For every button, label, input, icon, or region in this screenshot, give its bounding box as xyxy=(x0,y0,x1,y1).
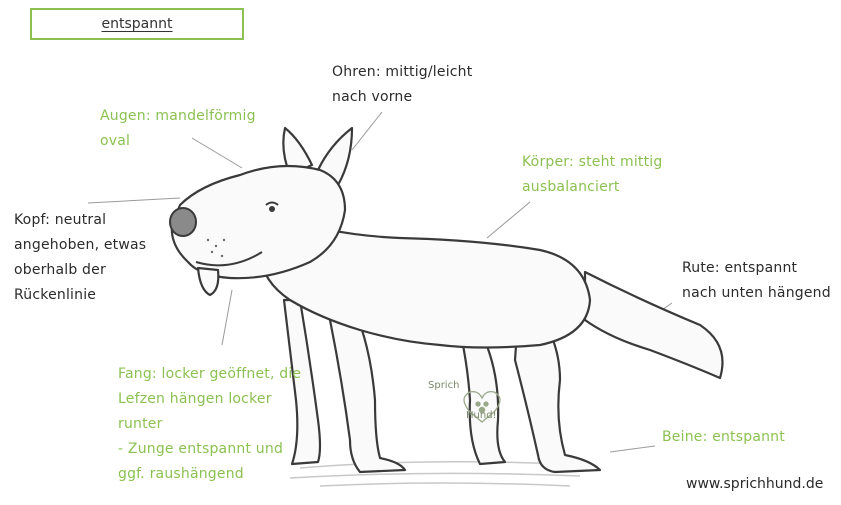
label-augen-line-2: oval xyxy=(100,129,256,154)
label-fang: Fang: locker geöffnet, die Lefzen hängen… xyxy=(118,362,301,487)
label-augen-line-1: Augen: mandelförmig xyxy=(100,104,256,129)
label-fang-line-5: ggf. raushängend xyxy=(118,462,301,487)
label-beine: Beine: entspannt xyxy=(662,425,785,450)
website-url: www.sprichhund.de xyxy=(686,476,823,492)
label-kopf-line-2: angehoben, etwas xyxy=(14,233,146,258)
leader-ohren xyxy=(352,112,382,150)
label-kopf-line-4: Rückenlinie xyxy=(14,283,146,308)
label-ohren-line-1: Ohren: mittig/leicht xyxy=(332,60,472,85)
leader-beine xyxy=(610,446,655,452)
watermark-top-text: Sprich xyxy=(428,380,459,391)
label-ohren: Ohren: mittig/leicht nach vorne xyxy=(332,60,472,110)
ground-shadow xyxy=(290,462,580,486)
label-fang-line-3: runter xyxy=(118,412,301,437)
label-beine-line-1: Beine: entspannt xyxy=(662,425,785,450)
leader-koerper xyxy=(487,202,530,238)
watermark: Sprich Hund! xyxy=(428,380,518,430)
label-koerper-line-2: ausbalanciert xyxy=(522,175,662,200)
nose xyxy=(170,208,196,236)
label-koerper: Körper: steht mittig ausbalanciert xyxy=(522,150,662,200)
label-fang-line-1: Fang: locker geöffnet, die xyxy=(118,362,301,387)
label-kopf-line-1: Kopf: neutral xyxy=(14,208,146,233)
label-rute-line-1: Rute: entspannt xyxy=(682,256,831,281)
label-kopf: Kopf: neutral angehoben, etwas oberhalb … xyxy=(14,208,146,308)
leader-kopf xyxy=(88,198,180,203)
watermark-bottom-text: Hund! xyxy=(466,410,497,421)
leader-fang xyxy=(222,290,232,345)
label-augen: Augen: mandelförmig oval xyxy=(100,104,256,154)
label-fang-line-4: - Zunge entspannt und xyxy=(118,437,301,462)
label-ohren-line-2: nach vorne xyxy=(332,85,472,110)
label-rute: Rute: entspannt nach unten hängend xyxy=(682,256,831,306)
tongue xyxy=(198,268,218,295)
eye xyxy=(269,206,275,212)
label-rute-line-2: nach unten hängend xyxy=(682,281,831,306)
label-fang-line-2: Lefzen hängen locker xyxy=(118,387,301,412)
label-koerper-line-1: Körper: steht mittig xyxy=(522,150,662,175)
label-kopf-line-3: oberhalb der xyxy=(14,258,146,283)
